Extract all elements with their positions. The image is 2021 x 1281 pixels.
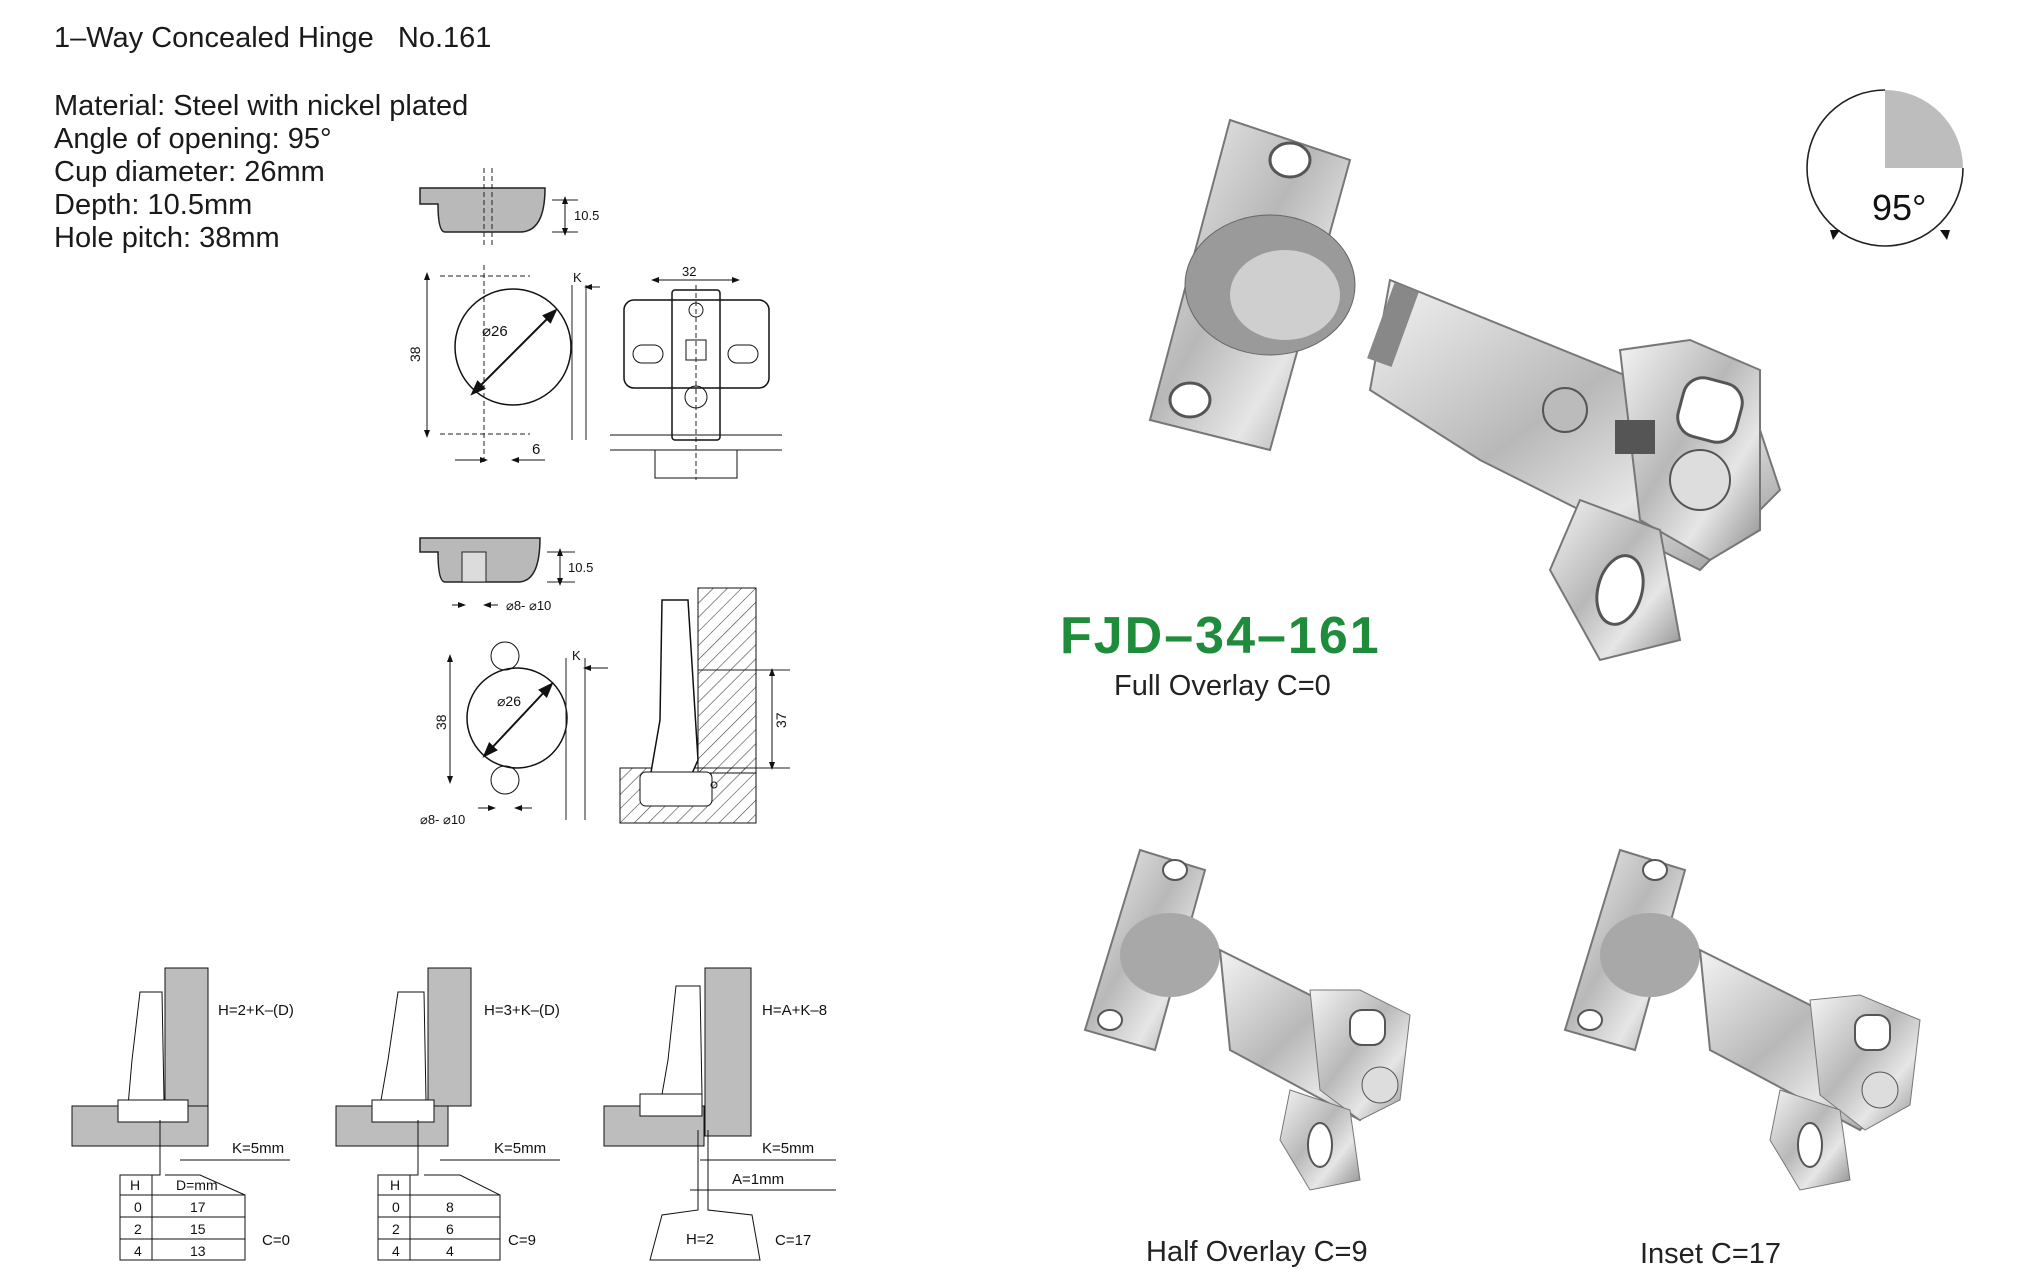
c-half: C=9	[508, 1232, 536, 1249]
pitch-dimension-2: 38	[433, 714, 449, 730]
spec-material: Material: Steel with nickel plated	[54, 90, 469, 122]
table-cell: 17	[190, 1199, 206, 1215]
caption-full-overlay: Full Overlay C=0	[1114, 670, 1331, 702]
dowel-diameter-label: ⌀8- ⌀10	[506, 598, 551, 613]
k-full: K=5mm	[232, 1140, 284, 1157]
table-header-d-full: D=mm	[176, 1177, 218, 1193]
cup-diameter-label: ⌀26	[482, 323, 508, 340]
angle-wedge	[1885, 90, 1963, 168]
cup-diameter-label-2: ⌀26	[497, 693, 521, 709]
arrow-left-icon	[1830, 230, 1840, 240]
hinge-section-drawing: 37	[619, 587, 790, 824]
hinge-photo-full-overlay	[1148, 118, 1782, 662]
depth-dimension-2: 10.5	[568, 560, 593, 575]
c-inset: C=17	[775, 1232, 811, 1249]
table-cell: 4	[392, 1243, 400, 1259]
caption-inset: Inset C=17	[1640, 1238, 1782, 1270]
k-label-2: K	[572, 648, 581, 663]
hinge-photo-half-overlay	[1083, 848, 1411, 1191]
edge-distance-label: 6	[532, 441, 540, 458]
table-cell: 15	[190, 1221, 206, 1237]
h-inset: H=2	[686, 1231, 714, 1248]
spec-hole-pitch: Hole pitch: 38mm	[54, 222, 280, 254]
k-inset: K=5mm	[762, 1140, 814, 1157]
table-cell: 0	[134, 1199, 142, 1215]
page-title: 1–Way Concealed Hinge No.161	[54, 22, 492, 54]
cup-profile-drawing-2: 10.5 ⌀8- ⌀10	[419, 537, 593, 613]
cup-top-view-drawing-1: 38 ⌀26 6 K	[407, 265, 600, 465]
formula-full: H=2+K–(D)	[218, 1002, 294, 1019]
table-cell: 8	[446, 1199, 454, 1215]
overlay-diagram-inset: H=A+K–8 K=5mm A=1mm H=2 C=17	[603, 967, 836, 1261]
caption-half-overlay: Half Overlay C=9	[1146, 1236, 1368, 1268]
k-label: K	[573, 270, 582, 285]
formula-inset: H=A+K–8	[762, 1002, 827, 1019]
cup-top-view-drawing-2: 38 ⌀26 K ⌀8- ⌀10	[420, 641, 608, 827]
mounting-plate-drawing: 32	[610, 264, 782, 480]
table-cell: 6	[446, 1221, 454, 1237]
table-cell: 2	[134, 1221, 142, 1237]
hinge-photo-inset	[1563, 848, 1921, 1191]
a-inset: A=1mm	[732, 1171, 784, 1188]
plate-width-label: 32	[682, 264, 696, 279]
depth-dimension: 10.5	[574, 208, 599, 223]
k-half: K=5mm	[494, 1140, 546, 1157]
table-cell: 2	[392, 1221, 400, 1237]
table-cell: 4	[446, 1243, 454, 1259]
height-dimension: 37	[773, 712, 789, 728]
opening-angle-indicator: 95°	[1806, 89, 1964, 247]
c-full: C=0	[262, 1232, 290, 1249]
angle-arc	[1806, 89, 1964, 247]
table-cell: 4	[134, 1243, 142, 1259]
pitch-dimension: 38	[407, 346, 423, 362]
arrow-right-icon	[1940, 230, 1950, 240]
spec-cup-diameter: Cup diameter: 26mm	[54, 156, 325, 188]
model-number: FJD–34–161	[1060, 607, 1381, 665]
overlay-diagram-half: H=3+K–(D) K=5mm H 0 8 2 6 4 4 C=9	[335, 967, 560, 1261]
formula-half: H=3+K–(D)	[484, 1002, 560, 1019]
table-cell: 13	[190, 1243, 206, 1259]
table-cell: 0	[392, 1199, 400, 1215]
overlay-diagram-full: H=2+K–(D) K=5mm H D=mm 0 17 2 15 4 13 C=…	[71, 967, 294, 1261]
spec-angle: Angle of opening: 95°	[54, 123, 332, 155]
spec-depth: Depth: 10.5mm	[54, 189, 253, 221]
cup-profile-drawing-1: 10.5	[419, 168, 599, 245]
table-header-h-half: H	[390, 1177, 400, 1193]
angle-label: 95°	[1872, 187, 1926, 228]
dowel-diameter-label-2: ⌀8- ⌀10	[420, 812, 465, 827]
table-header-h-full: H	[130, 1177, 140, 1193]
